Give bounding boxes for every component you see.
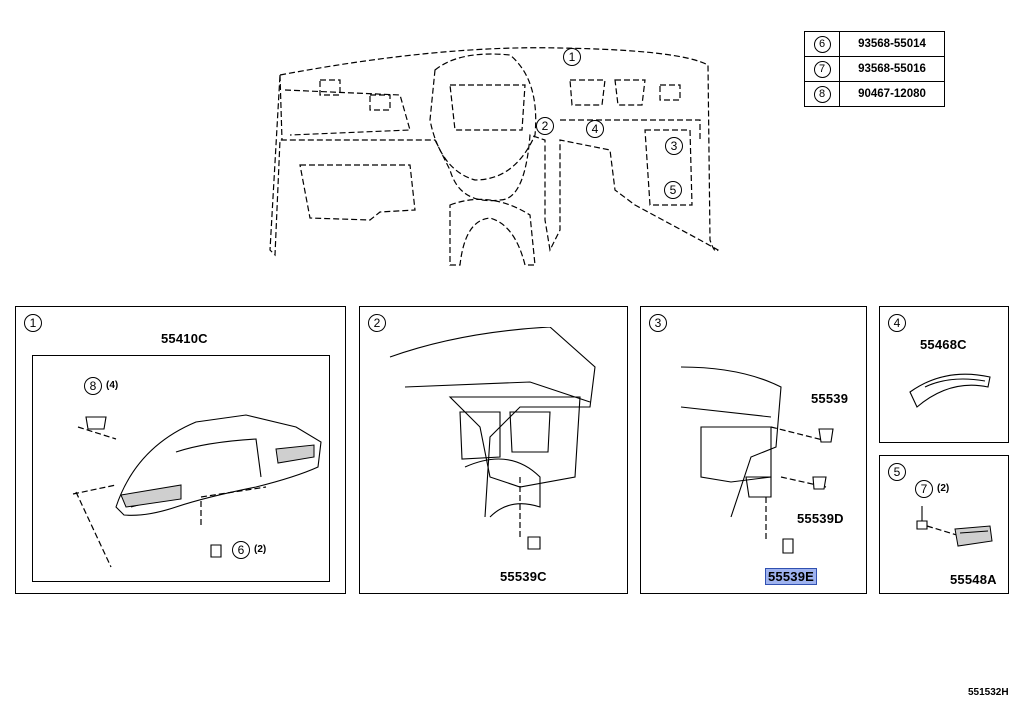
part-label-55539e[interactable]: 55539E [765, 568, 818, 585]
ref-part-number[interactable]: 93568-55014 [839, 31, 945, 57]
part-label-55539d[interactable]: 55539D [797, 511, 844, 526]
overview-callout-1[interactable]: 1 [563, 48, 581, 66]
ref-num: 6 [813, 35, 831, 53]
panel-4: 4 55468C [879, 306, 1009, 443]
part-label-55468c[interactable]: 55468C [920, 337, 967, 352]
dashboard-frame-drawing-3 [680, 366, 834, 554]
ref-part-number[interactable]: 90467-12080 [839, 81, 945, 107]
panel-2: 2 55539C [359, 306, 628, 594]
part-label-55410c[interactable]: 55410C [161, 331, 208, 346]
overview-callout-5[interactable]: 5 [664, 181, 682, 199]
part-label-55548a[interactable]: 55548A [950, 572, 997, 587]
overview-callout-4[interactable]: 4 [586, 120, 604, 138]
ref-part-number[interactable]: 93568-55016 [839, 56, 945, 82]
panel-1: 1 55410C 8 (4) 6 (2) [15, 306, 346, 594]
table-row: 8 90467-12080 [804, 81, 945, 107]
part-label-55539[interactable]: 55539 [811, 391, 849, 406]
screw-quantity: (2) [937, 483, 950, 494]
switch-bracket-drawing [916, 506, 993, 547]
screw-callout-7[interactable]: 7 [915, 480, 933, 498]
overview-callout-3[interactable]: 3 [665, 137, 683, 155]
dashboard-overview-drawing [269, 47, 719, 266]
panel-2-number: 2 [368, 314, 386, 332]
highlighted-part[interactable]: 55539E [765, 568, 818, 585]
ref-num: 7 [813, 60, 831, 78]
instrument-panel-pad-drawing [72, 414, 322, 568]
part-label-55539c[interactable]: 55539C [500, 569, 547, 584]
clip-callout-8[interactable]: 8 [84, 377, 102, 395]
clip-quantity: (4) [106, 380, 119, 391]
part-reference-table: 6 93568-55014 7 93568-55016 8 90467-1208… [804, 31, 945, 107]
dashboard-frame-drawing-2 [389, 327, 596, 550]
overview-callout-2[interactable]: 2 [536, 117, 554, 135]
screw-callout-6[interactable]: 6 [232, 541, 250, 559]
panel-1-number: 1 [24, 314, 42, 332]
panel-1-inner-frame [32, 355, 330, 582]
panel-5: 5 7 (2) 55548A [879, 455, 1009, 594]
table-row: 6 93568-55014 [804, 31, 945, 57]
panel-5-number: 5 [888, 463, 906, 481]
ref-num: 8 [813, 85, 831, 103]
panel-3-number: 3 [649, 314, 667, 332]
bracket-drawing [909, 373, 991, 408]
table-row: 7 93568-55016 [804, 56, 945, 82]
panel-3: 3 55539 55539D 55539E [640, 306, 867, 594]
diagram-code: 551532H [968, 687, 1009, 698]
screw-quantity: (2) [254, 544, 267, 555]
panel-4-number: 4 [888, 314, 906, 332]
